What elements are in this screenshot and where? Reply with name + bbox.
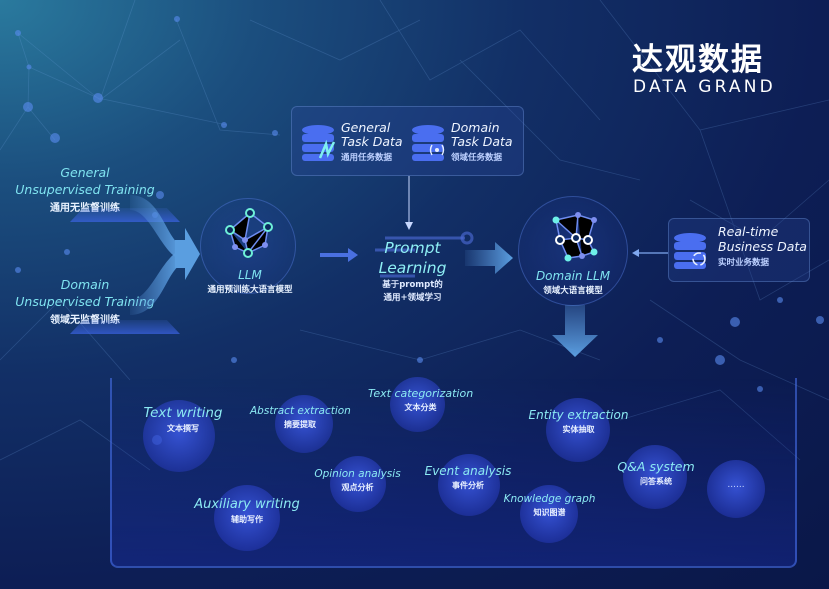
app-title: Abstract extraction: [250, 405, 351, 417]
arrow-right-icon: [465, 242, 513, 274]
llm-chinese: 通用预训练大语言模型: [207, 285, 293, 295]
app-title: Event analysis: [424, 464, 512, 478]
prompt-learning: Prompt Learning 基于prompt的 通用+领域学习: [360, 238, 465, 304]
training-subtitle: Unsupervised Training: [15, 182, 155, 197]
app-title: Knowledge graph: [503, 493, 596, 505]
arrow-down-icon: [552, 305, 598, 357]
prompt-chinese-2: 通用+领域学习: [383, 293, 442, 303]
app-chinese: 实体抽取: [562, 425, 595, 434]
merge-arrow: [130, 195, 200, 315]
app-chinese: 观点分析: [341, 483, 374, 492]
app-chinese: 事件分析: [452, 481, 484, 490]
app-entity-extraction: Entity extraction 实体抽取: [526, 398, 631, 462]
app-text-categorization: Text categorization 文本分类: [368, 377, 474, 432]
app-title: Text categorization: [368, 387, 474, 400]
arrow-left-icon: [632, 249, 668, 257]
database-chart-icon: [302, 125, 336, 161]
realtime-subtitle: Business Data: [718, 239, 807, 254]
training-title: Domain: [60, 277, 110, 292]
app-event-analysis: Event analysis 事件分析: [423, 454, 513, 516]
task-chinese: 领域任务数据: [451, 153, 503, 163]
app-chinese: 摘要提取: [284, 420, 316, 429]
task-chinese: 通用任务数据: [341, 153, 393, 163]
realtime-chinese: 实时业务数据: [718, 258, 770, 268]
arrow-down-icon: [405, 176, 413, 230]
task-title: Domain: [451, 120, 500, 135]
app-abstract-extraction: Abstract extraction 摘要提取: [250, 395, 351, 453]
app-chinese: 文本分类: [404, 403, 437, 412]
app-title: Text writing: [143, 405, 223, 421]
domain-llm-title: Domain LLM: [535, 269, 611, 283]
app-chinese: 知识图谱: [533, 508, 566, 517]
general-unsupervised-training: General Unsupervised Training 通用无监督训练: [0, 164, 170, 214]
app-qa-system: Q&A system 问答系统: [615, 445, 697, 509]
stage-platform: [70, 320, 180, 334]
app-title: Q&A system: [617, 459, 695, 474]
domain-llm-chinese: 领域大语言模型: [543, 286, 603, 296]
task-subtitle: Task Data: [451, 134, 513, 149]
database-refresh-icon: [674, 233, 706, 269]
app-title: Auxiliary writing: [194, 497, 300, 512]
app-chinese: 辅助写作: [231, 515, 263, 524]
database-signal-icon: [412, 125, 445, 161]
training-title: General: [60, 165, 110, 180]
task-subtitle: Task Data: [341, 134, 403, 149]
app-text-writing: Text writing 文本撰写: [138, 400, 228, 472]
logo-chinese: 达观数据: [632, 42, 764, 78]
llm-label: LLM 通用预训练大语言模型: [190, 268, 310, 295]
app-title: Opinion analysis: [314, 468, 401, 480]
prompt-chinese-1: 基于prompt的: [382, 280, 443, 290]
app-title: Entity extraction: [528, 408, 629, 422]
app-knowledge-graph: Knowledge graph 知识图谱: [502, 485, 597, 543]
domain-task-data: Domain Task Data 领域任务数据: [451, 120, 513, 164]
app-chinese: 问答系统: [640, 477, 672, 486]
neural-network-icon: [552, 212, 598, 262]
ellipsis-text: ......: [727, 480, 745, 490]
logo-english: DATA GRAND: [633, 77, 776, 97]
realtime-title: Real-time: [718, 224, 779, 239]
app-auxiliary-writing: Auxiliary writing 辅助写作: [192, 485, 302, 551]
arrow-right-icon: [320, 248, 358, 262]
neural-network-icon: [225, 208, 273, 258]
prompt-title: Prompt: [384, 239, 441, 257]
task-title: General: [341, 120, 391, 135]
general-task-data: General Task Data 通用任务数据: [341, 120, 403, 164]
app-chinese: 文本撰写: [167, 424, 199, 433]
app-opinion-analysis: Opinion analysis 观点分析: [310, 456, 405, 512]
llm-title: LLM: [238, 268, 262, 282]
app-more: ......: [707, 460, 765, 518]
training-subtitle: Unsupervised Training: [15, 294, 155, 309]
domain-llm-label: Domain LLM 领域大语言模型: [513, 269, 633, 296]
circuit-decoration: [375, 231, 474, 278]
realtime-business-data: Real-time Business Data 实时业务数据: [718, 224, 807, 268]
prompt-subtitle: Learning: [378, 259, 447, 277]
